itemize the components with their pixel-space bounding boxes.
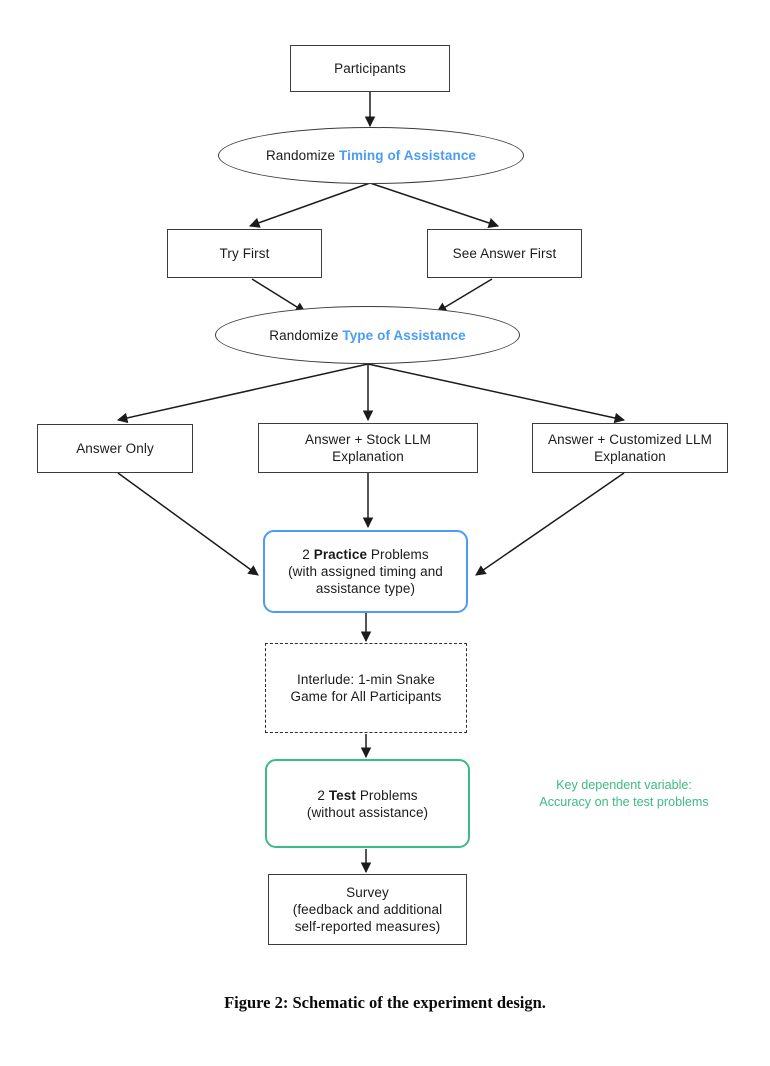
node-participants-label: Participants [334, 61, 406, 76]
node-practice-line1-pre: 2 [302, 547, 314, 562]
node-see-answer-first-label: See Answer First [452, 246, 557, 261]
node-randomize-timing-label: Randomize Timing of Assistance [266, 147, 476, 164]
node-interlude-snake-game: Interlude: 1-min Snake Game for All Part… [265, 643, 467, 733]
figure-caption: Figure 2: Schematic of the experiment de… [224, 993, 546, 1012]
node-interlude-line1: Interlude: 1-min Snake [296, 672, 436, 687]
node-answer-only: Answer Only [37, 424, 193, 473]
randomize-type-highlight: Type of Assistance [342, 327, 466, 343]
node-survey: Survey (feedback and additional self-rep… [268, 874, 467, 945]
node-interlude-line2: Game for All Participants [290, 689, 442, 704]
node-randomize-type-label: Randomize Type of Assistance [269, 327, 465, 344]
node-practice-line3: assistance type) [315, 581, 416, 596]
node-practice-line1-bold: Practice [313, 547, 368, 562]
node-practice-line1-post: Problems [367, 547, 429, 562]
node-test-line1-post: Problems [355, 787, 418, 803]
node-answer-customized-llm-line2: Explanation [594, 449, 666, 464]
node-randomize-timing: Randomize Timing of Assistance [218, 127, 524, 184]
node-try-first: Try First [167, 229, 322, 278]
annotation-line1: Key dependent variable: [556, 778, 692, 792]
node-answer-stock-llm: Answer + Stock LLM Explanation [258, 423, 478, 473]
node-randomize-type: Randomize Type of Assistance [215, 306, 520, 364]
node-answer-only-label: Answer Only [76, 441, 154, 456]
node-practice-problems: 2 Practice Problems (with assigned timin… [263, 530, 468, 613]
node-test-line1-bold: Test [328, 787, 356, 803]
node-practice-line2: (with assigned timing and [288, 564, 443, 579]
node-test-line1-pre: 2 [317, 787, 329, 803]
node-test-line2: (without assistance) [306, 804, 429, 820]
node-survey-line1: Survey [346, 885, 389, 900]
node-answer-customized-llm-line1: Answer + Customized LLM [548, 432, 712, 447]
node-participants: Participants [290, 45, 450, 92]
node-try-first-label: Try First [219, 246, 270, 261]
annotation-line2: Accuracy on the test problems [539, 795, 709, 809]
node-answer-customized-llm: Answer + Customized LLM Explanation [532, 423, 728, 473]
node-test-problems: 2 Test Problems (without assistance) [265, 759, 470, 848]
annotation-key-dependent-variable: Key dependent variable: Accuracy on the … [492, 777, 756, 811]
randomize-timing-prefix: Randomize [265, 148, 339, 163]
randomize-type-prefix: Randomize [269, 327, 343, 343]
node-answer-stock-llm-line2: Explanation [332, 449, 404, 464]
node-see-answer-first: See Answer First [427, 229, 582, 278]
node-survey-line3: self-reported measures) [294, 919, 441, 934]
randomize-timing-highlight: Timing of Assistance [339, 148, 477, 163]
node-survey-line2: (feedback and additional [292, 902, 443, 917]
node-answer-stock-llm-line1: Answer + Stock LLM [305, 432, 431, 447]
